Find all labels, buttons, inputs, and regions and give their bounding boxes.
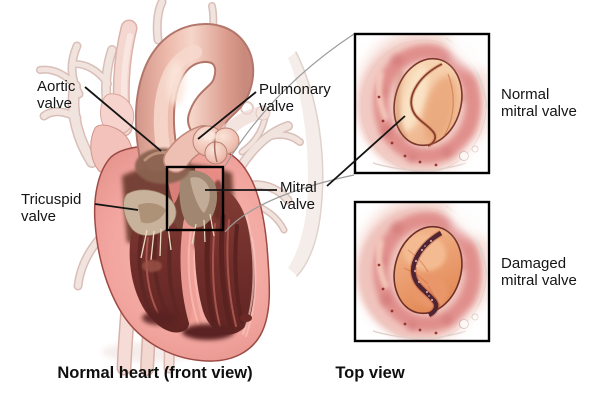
- label-aortic-valve: Aortic valve: [37, 78, 76, 112]
- pulmonary-valve-leader: [197, 91, 257, 140]
- inset-damaged-mitral-valve: [353, 200, 491, 343]
- label-pulmonary-valve: Pulmonary valve: [259, 81, 331, 115]
- label-mitral-valve: Mitral valve: [280, 179, 317, 213]
- caption-top-view: Top view: [335, 364, 405, 382]
- mitral-to-inset-leader: [326, 115, 406, 187]
- tricuspid-valve-leader: [94, 203, 139, 211]
- aortic-valve-leader: [84, 86, 162, 152]
- caption-normal-heart-front-view: Normal heart (front view): [57, 364, 253, 382]
- tricuspid-valve-area: [122, 189, 177, 272]
- label-damaged-mitral-valve: Damaged mitral valve: [501, 255, 577, 289]
- leader-lines: [84, 86, 406, 211]
- pulmonary-trunk: [163, 105, 271, 173]
- mitral-valve-zoom-box: [165, 165, 225, 232]
- label-normal-mitral-valve: Normal mitral valve: [501, 86, 577, 120]
- label-tricuspid-valve: Tricuspid valve: [21, 191, 82, 225]
- inset-normal-mitral-valve: [353, 32, 491, 175]
